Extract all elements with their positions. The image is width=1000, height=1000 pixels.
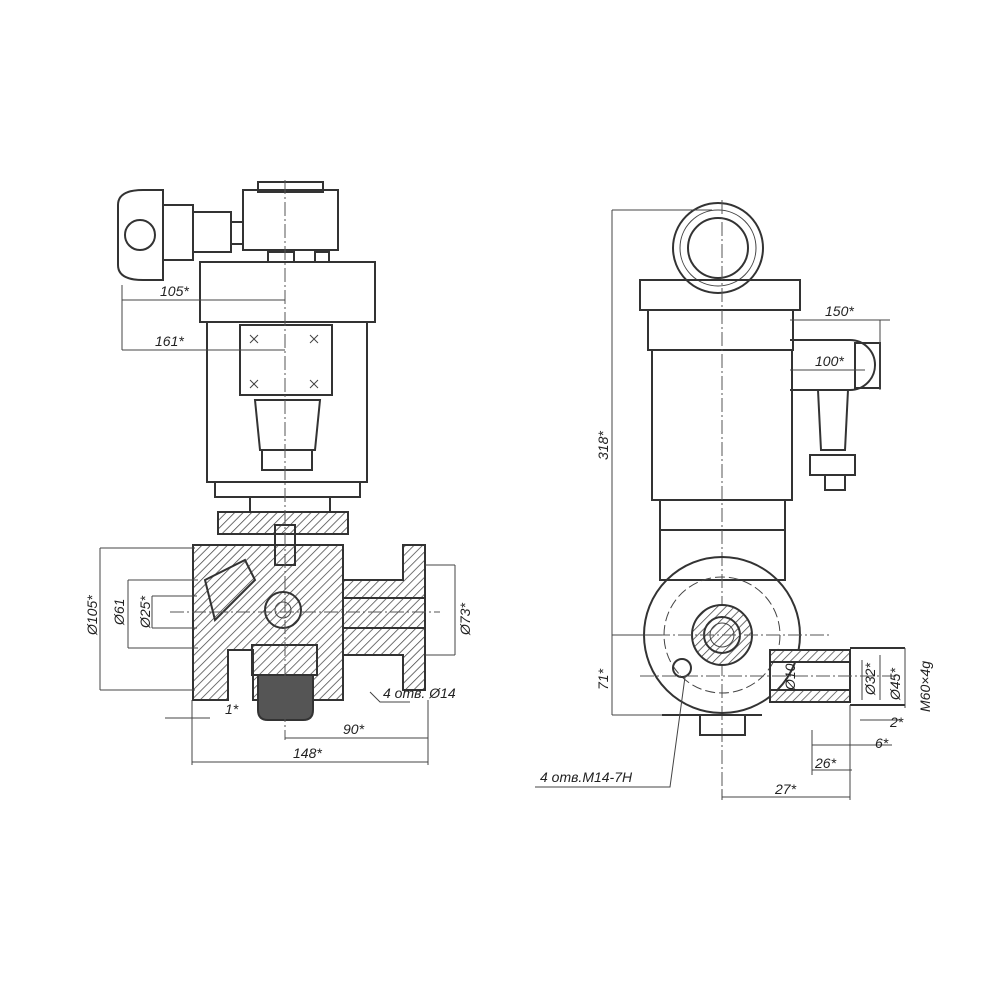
dim-148: 148* (293, 745, 322, 761)
valve-body-right (612, 556, 905, 736)
thread-m60: M60×4g (917, 661, 933, 712)
dim-90: 90* (343, 721, 365, 737)
dim-dia105: Ø105* (84, 595, 100, 636)
dim-dia73: Ø73* (457, 603, 473, 636)
dim-dia61: Ø61 (111, 599, 127, 626)
dim-150: 150* (825, 303, 854, 319)
right-dimensions: 318* 150* 100* 71* Ø10 Ø32* Ø45* M60×4g … (535, 209, 933, 800)
left-dimensions: 105* 161* Ø105* Ø61 Ø25* Ø73* 1* 90* 148… (84, 283, 473, 765)
dim-27: 27* (774, 781, 797, 797)
dim-1: 1* (225, 701, 239, 717)
dim-161: 161* (155, 333, 184, 349)
holes-note-right: 4 отв.М14-7Н (540, 769, 633, 785)
dim-318: 318* (595, 431, 611, 460)
actuator-housing-right (639, 200, 881, 790)
dim-dia25: Ø25* (137, 596, 153, 629)
dim-dia10: Ø10 (782, 663, 798, 691)
dim-dia45: Ø45* (887, 668, 903, 701)
dim-6: 6* (875, 735, 889, 751)
dim-71: 71* (595, 668, 611, 690)
dim-100: 100* (815, 353, 844, 369)
left-view: 105* 161* Ø105* Ø61 Ø25* Ø73* 1* 90* 148… (84, 180, 473, 765)
dim-26: 26* (814, 755, 837, 771)
dim-2: 2* (889, 714, 904, 730)
actuator-housing (199, 181, 376, 516)
dim-dia32: Ø32* (862, 663, 878, 696)
valve-body-section (170, 180, 440, 740)
right-view: 318* 150* 100* 71* Ø10 Ø32* Ø45* M60×4g … (535, 200, 933, 800)
handwheel-connector (117, 189, 244, 281)
dim-105: 105* (160, 283, 189, 299)
holes-note-left: 4 отв. Ø14 (383, 685, 456, 701)
